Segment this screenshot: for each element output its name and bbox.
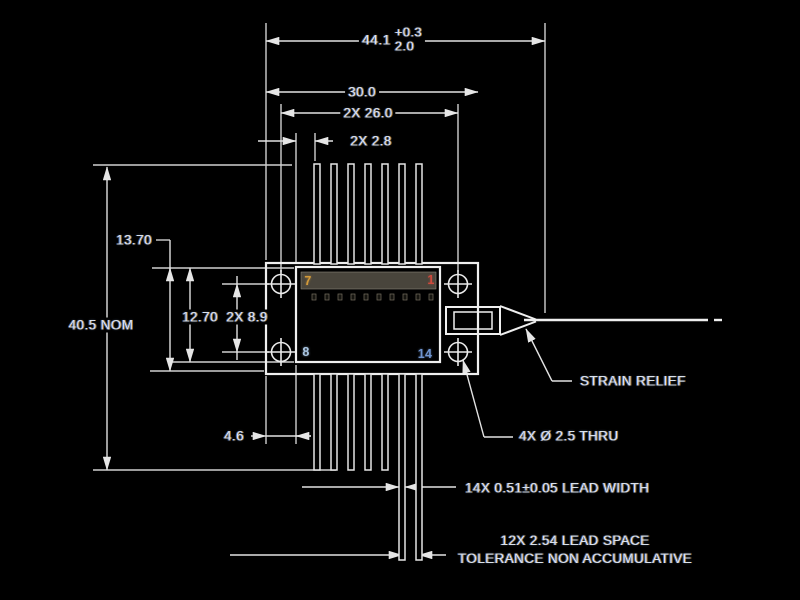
dim-height-12-70: 12.70 (179, 309, 221, 325)
weld-dots (311, 293, 434, 301)
dim-overall-tolerance: +0.3 2.0 (394, 24, 423, 55)
mounting-holes (267, 270, 472, 366)
weld-dot (324, 293, 330, 301)
mounting-hole-top-left (267, 270, 295, 298)
dim-overall-height: 40.5 NOM (65, 317, 137, 333)
callout-strain-relief: STRAIN RELIEF (577, 373, 689, 389)
weld-dot (311, 293, 317, 301)
fiber-exit (445, 305, 722, 336)
top-leads (313, 163, 423, 265)
weld-dot (350, 293, 356, 301)
dim-offset-2-8: 2X 2.8 (347, 133, 395, 149)
weld-dot (415, 293, 421, 301)
weld-dot (402, 293, 408, 301)
strain-relief-boot (499, 305, 537, 336)
lead (330, 163, 338, 265)
lead (364, 163, 372, 265)
lead (381, 163, 389, 265)
mounting-hole-top-right (444, 270, 472, 298)
weld-dot (389, 293, 395, 301)
lead (330, 373, 338, 471)
dim-width-30: 30.0 (345, 84, 379, 100)
callout-lead-space: 12X 2.54 LEAD SPACE TOLERANCE NON ACCUMU… (450, 531, 700, 569)
lead (398, 163, 406, 265)
pin-number-1: 1 (427, 273, 435, 287)
fiber-snout-bore (453, 311, 493, 330)
weld-dot (363, 293, 369, 301)
lead (313, 373, 321, 471)
callout-lead-space-line1: 12X 2.54 LEAD SPACE (500, 532, 650, 548)
callout-thru-holes: 4X Ø 2.5 THRU (516, 428, 622, 444)
mounting-hole-bottom-right (444, 338, 472, 366)
dim-height-13-70: 13.70 (113, 232, 155, 248)
leader-lines (462, 328, 572, 438)
mounting-hole-bottom-left (267, 338, 295, 366)
pin-number-14: 14 (417, 347, 433, 361)
package-body (294, 265, 442, 364)
lead (415, 373, 423, 561)
weld-dot (337, 293, 343, 301)
dim-overall-tol-upper: +0.3 (394, 24, 423, 40)
lead (381, 373, 389, 471)
lid-band (300, 271, 437, 290)
lead (364, 373, 372, 471)
weld-dot (376, 293, 382, 301)
lead (313, 163, 321, 265)
callout-lead-width: 14X 0.51±0.05 LEAD WIDTH (462, 480, 653, 496)
dim-holes-8-9: 2X 8.9 (223, 309, 271, 325)
dim-overall-length: 44.1 +0.3 2.0 (358, 24, 426, 55)
lead (415, 163, 423, 265)
dim-overall-tol-lower: 2.0 (394, 39, 415, 54)
bottom-leads (313, 373, 423, 561)
dim-holes-26: 2X 26.0 (340, 105, 396, 121)
lead (398, 373, 406, 561)
pin-number-7: 7 (304, 274, 312, 288)
lead (347, 373, 355, 471)
lead (347, 163, 355, 265)
pin-number-8: 8 (302, 345, 310, 359)
dim-edge-4-6: 4.6 (221, 428, 247, 444)
callout-lead-space-line2: TOLERANCE NON ACCUMULATIVE (457, 551, 693, 566)
dim-overall-value: 44.1 (361, 32, 391, 48)
weld-dot (428, 293, 434, 301)
